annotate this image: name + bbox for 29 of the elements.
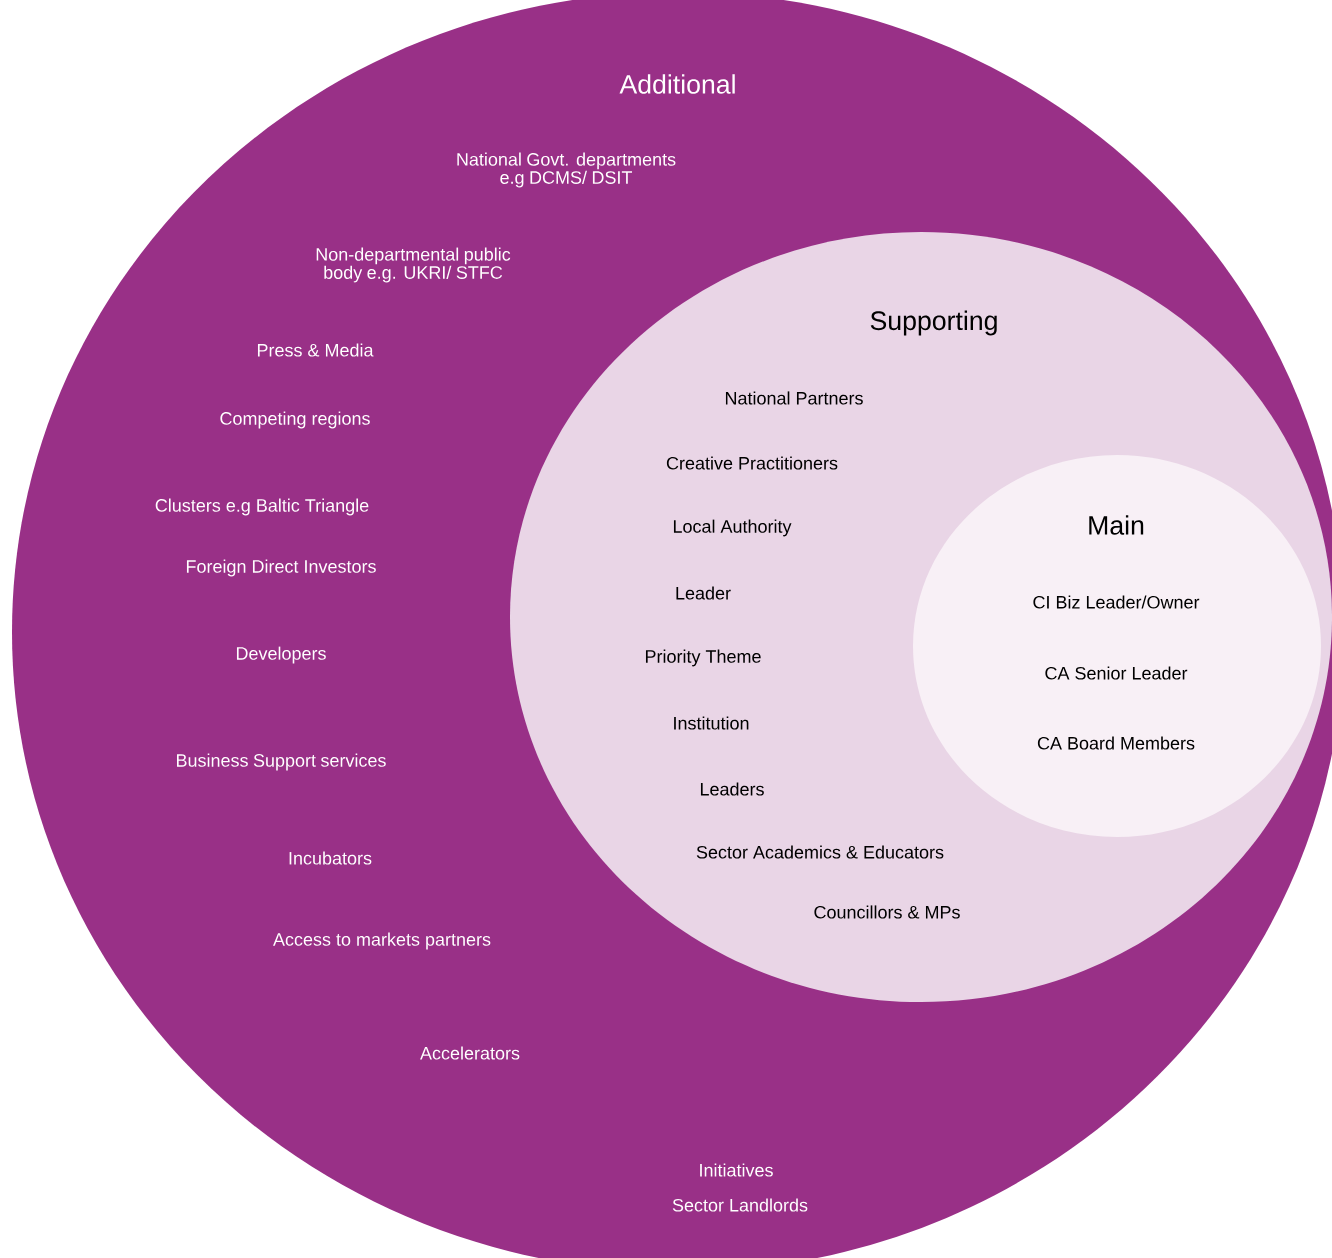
stakeholder-label: Accelerators bbox=[420, 1046, 520, 1060]
stakeholder-label: CA Board Members bbox=[1037, 736, 1195, 750]
inner-circle bbox=[913, 455, 1321, 837]
stakeholder-label: Leader bbox=[676, 586, 731, 600]
stakeholder-label: Developers bbox=[236, 646, 326, 664]
stakeholder-label: Sector Landlords bbox=[672, 1198, 808, 1212]
stakeholder-label: Access to markets partners bbox=[273, 932, 491, 950]
heading: Supporting bbox=[870, 310, 997, 336]
stakeholder-label: Priority Theme bbox=[646, 649, 761, 667]
heading: Main bbox=[1089, 515, 1144, 535]
stakeholder-label: National Govt. departments e.g DCMS/ DSIT bbox=[457, 152, 676, 188]
stakeholder-label: Business Support services bbox=[177, 753, 386, 771]
stakeholder-label: National Partners bbox=[725, 391, 863, 405]
stakeholder-label: CA Senior Leader bbox=[1045, 666, 1188, 680]
stakeholder-label: CI Biz Leader/Owner bbox=[1033, 595, 1200, 609]
stakeholder-label: Sector Academics & Educators bbox=[696, 845, 944, 859]
stakeholder-label: Foreign Direct Investors bbox=[186, 559, 376, 577]
stakeholder-label: Clusters e.g Baltic Triangle bbox=[155, 498, 369, 516]
stakeholder-label: Councillors & MPs bbox=[814, 905, 960, 919]
stakeholder-label: Local Authority bbox=[673, 519, 792, 537]
stakeholder-label: Competing regions bbox=[220, 411, 370, 429]
stakeholder-label: Incubators bbox=[289, 851, 372, 865]
stakeholder-label: Initiatives bbox=[700, 1163, 773, 1177]
stakeholder-label: Institution bbox=[674, 716, 749, 730]
heading: Additional bbox=[619, 74, 735, 94]
stakeholder-label: Press & Media bbox=[257, 343, 374, 357]
stakeholder-label: Leaders bbox=[700, 782, 764, 796]
stakeholder-label: Non-departmental public body e.g. UKRI/ STFC bbox=[316, 247, 511, 283]
stakeholder-label: Creative Practitioners bbox=[666, 456, 838, 470]
